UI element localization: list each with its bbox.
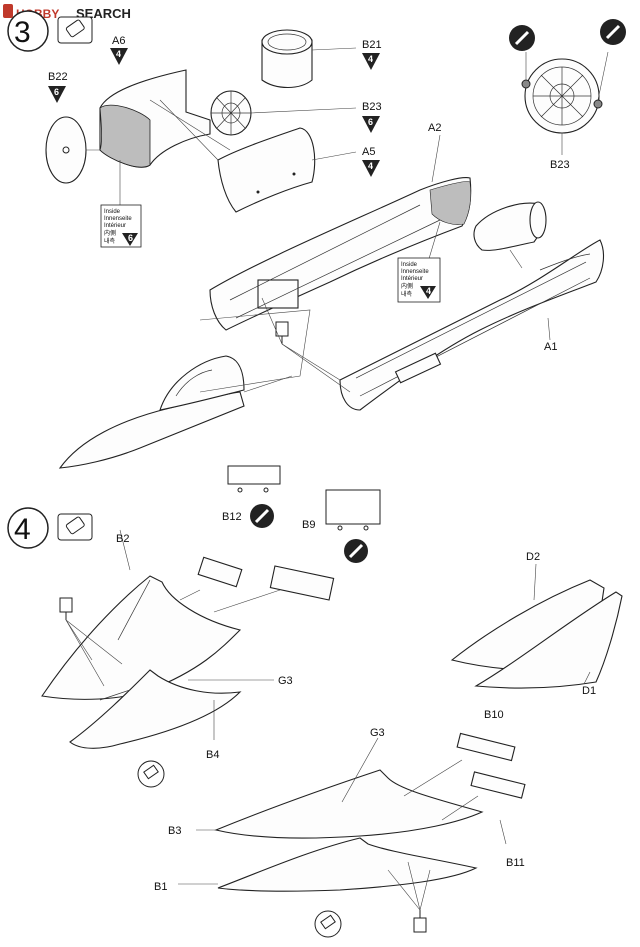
part-a6-intake-duct <box>99 69 231 205</box>
paint-marker-a6: 4 <box>110 48 128 65</box>
label-b12: B12 <box>222 511 242 523</box>
svg-text:Inside: Inside <box>104 209 121 215</box>
svg-text:Intérieur: Intérieur <box>104 223 126 229</box>
part-a2-fuselage-half <box>209 134 472 331</box>
label-b11: B11 <box>506 857 525 869</box>
inset-b9 <box>325 489 381 531</box>
paint-brush-icon <box>509 25 535 51</box>
label-b21: B21 <box>362 39 382 51</box>
label-b4: B4 <box>206 749 219 761</box>
cement-icon <box>137 760 165 788</box>
step-3-header: 3 <box>7 10 93 52</box>
step-4-header: 4 <box>7 507 93 549</box>
paint-brush-icon <box>250 504 274 528</box>
svg-text:6: 6 <box>54 87 59 97</box>
step-4-number: 4 <box>14 513 31 546</box>
svg-text:4: 4 <box>368 54 373 64</box>
part-a5-nozzle-half <box>217 127 357 213</box>
label-b3: B3 <box>168 825 181 837</box>
label-b2: B2 <box>116 533 129 545</box>
part-exhaust-cylinder <box>473 201 547 269</box>
label-g3-left: G3 <box>278 675 293 687</box>
label-a6: A6 <box>112 35 125 47</box>
label-g3-right: G3 <box>370 727 385 739</box>
paint-brush-icon <box>600 19 626 45</box>
svg-text:内側: 内側 <box>401 282 413 290</box>
cement-tube-icon <box>59 597 123 687</box>
part-tail-fin <box>450 563 623 689</box>
cement-icon <box>57 16 93 44</box>
inside-callout-left: Inside Innenseite Intérieur 内側 내측 6 <box>100 204 142 248</box>
label-b9: B9 <box>302 519 315 531</box>
step-3-number: 3 <box>14 16 31 49</box>
cement-tube-icon <box>261 297 351 393</box>
svg-text:Inside: Inside <box>401 262 418 268</box>
svg-text:Intérieur: Intérieur <box>401 276 423 282</box>
svg-text:Innenseite: Innenseite <box>104 216 132 222</box>
b23-detail-view <box>521 51 609 155</box>
svg-text:4: 4 <box>368 161 373 171</box>
part-b23-grill <box>210 90 357 136</box>
part-b21-ring <box>261 29 357 89</box>
svg-text:내측: 내측 <box>401 290 413 298</box>
svg-text:4: 4 <box>426 286 431 296</box>
label-d1: D1 <box>582 685 596 697</box>
part-b22-disc <box>45 116 108 184</box>
right-wing-assembly <box>178 732 526 892</box>
svg-text:Innenseite: Innenseite <box>401 269 429 275</box>
paint-marker-b21: 4 <box>362 53 380 70</box>
label-a2: A2 <box>428 122 441 134</box>
inset-b12 <box>227 465 281 493</box>
svg-text:4: 4 <box>116 49 121 59</box>
paint-marker-b23: 6 <box>362 116 380 133</box>
label-b1: B1 <box>154 881 167 893</box>
cement-icon <box>314 910 342 938</box>
part-forward-fuselage <box>58 355 293 469</box>
label-b22: B22 <box>48 71 68 83</box>
paint-brush-icon <box>344 539 368 563</box>
label-b10: B10 <box>484 709 504 721</box>
cement-icon <box>57 513 93 541</box>
label-b23-detail: B23 <box>550 159 570 171</box>
label-a1: A1 <box>544 341 557 353</box>
svg-text:6: 6 <box>128 233 133 243</box>
svg-text:내측: 내측 <box>104 237 116 245</box>
assembly-guide <box>199 309 311 393</box>
cement-tube-icon <box>387 861 431 933</box>
svg-text:6: 6 <box>368 117 373 127</box>
label-d2: D2 <box>526 551 540 563</box>
label-b23: B23 <box>362 101 382 113</box>
part-a1-fuselage-half <box>339 239 605 411</box>
inside-callout-right: Inside Innenseite Intérieur 内側 내측 4 <box>397 257 441 303</box>
label-a5: A5 <box>362 146 375 158</box>
svg-text:内側: 内側 <box>104 229 116 237</box>
paint-marker-b22: 6 <box>48 86 66 103</box>
left-wing-assembly <box>41 529 335 749</box>
paint-marker-a5: 4 <box>362 160 380 177</box>
